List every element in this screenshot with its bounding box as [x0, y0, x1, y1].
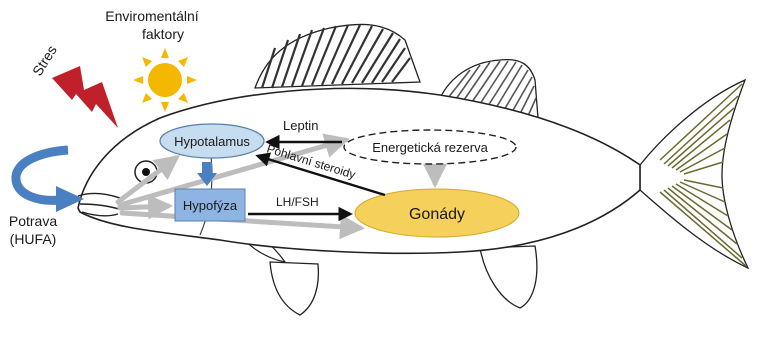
pelvic-fin	[270, 262, 318, 315]
curved-arrow-icon	[16, 150, 84, 212]
food-label-line1: Potrava	[9, 213, 57, 229]
gonads-label: Gonády	[409, 206, 465, 223]
energy-reserve-label: Energetická rezerva	[372, 140, 488, 155]
environmental-factors-label-line2: faktory	[142, 26, 184, 42]
energy-reserve-node: Energetická rezerva	[344, 130, 516, 164]
leptin-label: Leptin	[283, 118, 318, 133]
hypothalamus-label: Hypotalamus	[174, 134, 250, 149]
gonads-node: Gonády	[355, 189, 519, 237]
tail-fin	[640, 80, 748, 268]
stress-label: Stres	[29, 42, 60, 78]
dorsal-spiny-fin	[255, 24, 420, 88]
anal-fin	[480, 246, 537, 308]
lh-fsh-label: LH/FSH	[276, 195, 319, 209]
pituitary-label: Hypofýza	[183, 198, 238, 213]
pituitary-box: Hypofýza	[175, 189, 245, 221]
lightning-bolt-icon	[52, 66, 118, 128]
sun-icon	[133, 48, 197, 112]
hypothalamus-node: Hypotalamus	[160, 124, 264, 158]
arrow-food-to-pituitary	[120, 206, 168, 208]
food-label-line2: (HUFA)	[10, 231, 57, 247]
environmental-factors-label-line1: Enviromentální	[105, 8, 198, 24]
